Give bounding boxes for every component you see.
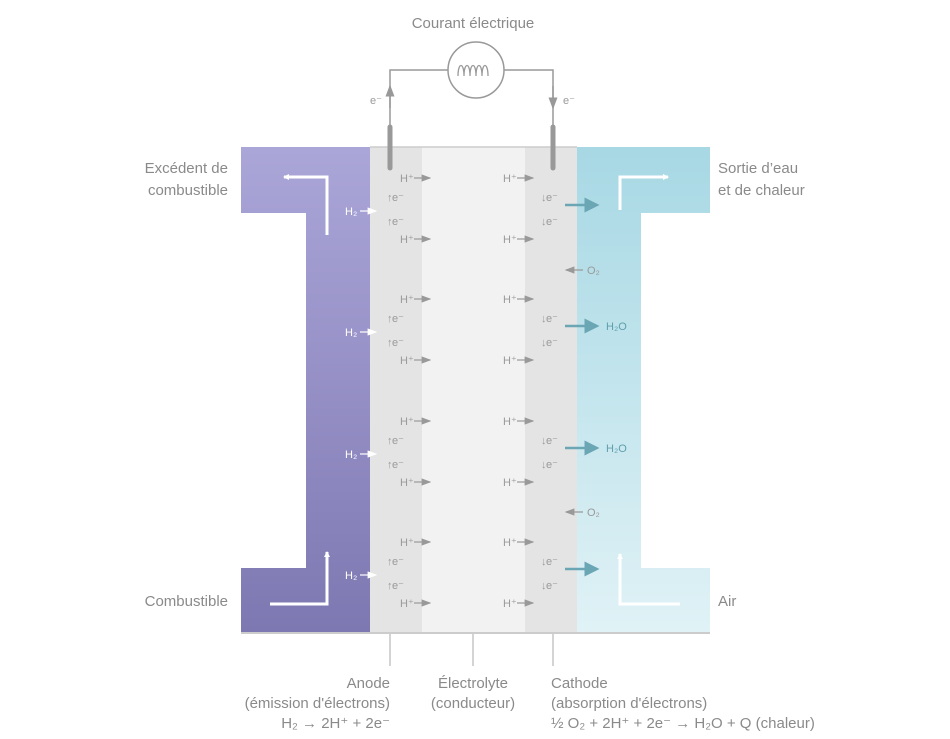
o2-label: O₂ <box>587 507 600 519</box>
proton-label: H⁺ <box>503 294 517 306</box>
electron-label-left: e⁻ <box>370 95 382 107</box>
air-label: Air <box>718 593 736 610</box>
excess-label-1: Excédent de <box>145 160 228 177</box>
o2-label: O₂ <box>587 265 600 277</box>
air-channel <box>577 147 710 633</box>
electrolyte-title: Électrolyte <box>438 675 508 692</box>
electron-up-icon: ↑ <box>387 216 393 228</box>
cathode <box>525 147 577 633</box>
electron-label: e⁻ <box>392 216 404 228</box>
proton-label: H⁺ <box>400 537 414 549</box>
electron-down-icon: ↓ <box>541 580 547 592</box>
water-label-1: Sortie d’eau <box>718 160 798 177</box>
electron-label: e⁻ <box>546 459 558 471</box>
fuel-label: Combustible <box>145 593 228 610</box>
proton-label: H⁺ <box>503 355 517 367</box>
water-label-2: et de chaleur <box>718 182 805 199</box>
proton-label: H⁺ <box>400 477 414 489</box>
electron-label: e⁻ <box>392 459 404 471</box>
electron-label: e⁻ <box>546 216 558 228</box>
fuel-channel <box>241 147 370 633</box>
electron-up-icon: ↑ <box>387 337 393 349</box>
electron-down-icon: ↓ <box>541 435 547 447</box>
air-in-arrow <box>617 553 680 606</box>
proton-label: H⁺ <box>503 416 517 428</box>
electron-label: e⁻ <box>392 580 404 592</box>
anode <box>370 147 422 633</box>
electron-up-icon: ↑ <box>387 580 393 592</box>
proton-label: H⁺ <box>503 537 517 549</box>
electron-label: e⁻ <box>546 435 558 447</box>
electron-up-icon: ↑ <box>387 459 393 471</box>
electron-label: e⁻ <box>546 580 558 592</box>
cathode-equation: ½ O₂ + 2H⁺ + 2e⁻ → H₂O + Q (chaleur) <box>551 715 815 732</box>
electron-down-icon: ↓ <box>541 337 547 349</box>
electron-up-icon: ↑ <box>387 556 393 568</box>
anode-title: Anode <box>347 675 390 692</box>
water-out-arrow <box>618 174 669 210</box>
electron-up-icon: ↑ <box>387 435 393 447</box>
electron-label: e⁻ <box>546 556 558 568</box>
electron-label: e⁻ <box>392 556 404 568</box>
h2-label: H₂ <box>345 570 357 582</box>
proton-label: H⁺ <box>400 416 414 428</box>
electron-label-right: e⁻ <box>563 95 575 107</box>
proton-label: H⁺ <box>400 598 414 610</box>
h2-label: H₂ <box>345 206 357 218</box>
electron-label: e⁻ <box>392 192 404 204</box>
h2o-label: H₂O <box>606 321 627 333</box>
excess-label-2: combustible <box>148 182 228 199</box>
proton-label: H⁺ <box>503 598 517 610</box>
electrolyte-desc: (conducteur) <box>431 695 515 712</box>
proton-label: H⁺ <box>400 234 414 246</box>
fuel-excess-arrow <box>283 174 329 235</box>
electrolyte <box>422 147 525 633</box>
electron-down-icon: ↓ <box>541 216 547 228</box>
proton-label: H⁺ <box>400 294 414 306</box>
h2-label: H₂ <box>345 449 357 461</box>
electron-down-icon: ↓ <box>541 313 547 325</box>
electron-label: e⁻ <box>392 313 404 325</box>
electron-up-icon: ↑ <box>387 313 393 325</box>
electron-label: e⁻ <box>546 313 558 325</box>
cathode-title: Cathode <box>551 675 608 692</box>
electron-label: e⁻ <box>392 435 404 447</box>
proton-label: H⁺ <box>400 355 414 367</box>
electron-label: e⁻ <box>392 337 404 349</box>
electron-up-icon: ↑ <box>387 192 393 204</box>
electron-down-icon: ↓ <box>541 556 547 568</box>
electron-label: e⁻ <box>546 337 558 349</box>
proton-label: H⁺ <box>503 234 517 246</box>
electron-label: e⁻ <box>546 192 558 204</box>
proton-label: H⁺ <box>503 173 517 185</box>
electron-down-icon: ↓ <box>541 459 547 471</box>
cathode-desc: (absorption d'électrons) <box>551 695 707 712</box>
electron-down-icon: ↓ <box>541 192 547 204</box>
anode-desc: (émission d'électrons) <box>245 695 390 712</box>
coil-icon <box>457 64 489 77</box>
h2-label: H₂ <box>345 327 357 339</box>
fuel-in-arrow <box>270 551 330 606</box>
proton-label: H⁺ <box>503 477 517 489</box>
proton-label: H⁺ <box>400 173 414 185</box>
circuit-title: Courant électrique <box>412 15 535 32</box>
h2o-label: H₂O <box>606 443 627 455</box>
anode-equation: H₂ → 2H⁺ + 2e⁻ <box>281 715 390 732</box>
